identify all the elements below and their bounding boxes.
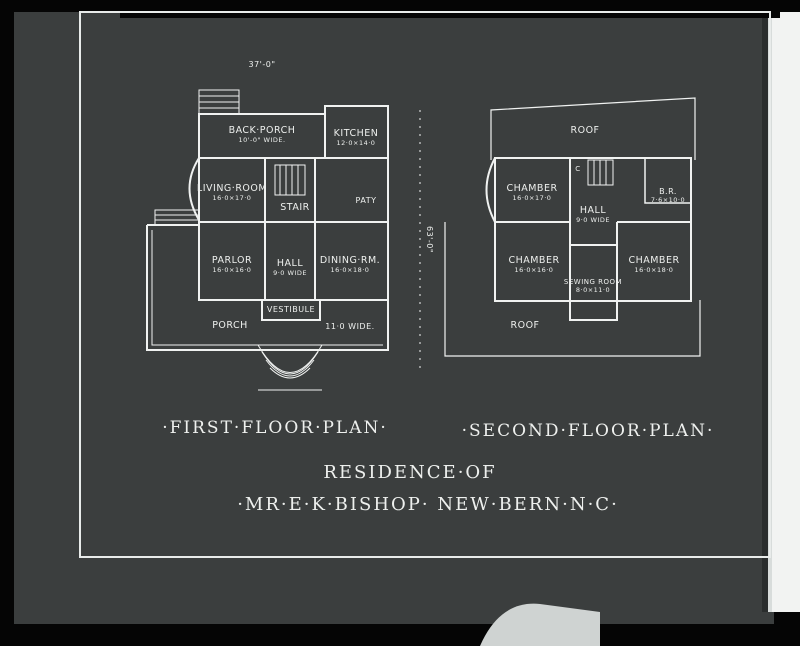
room-parlor: PARLOR 16·0×16·0 (212, 255, 252, 274)
room-porch: PORCH (212, 320, 248, 331)
room-bath: B.R. 7·6×10·0 (651, 187, 685, 204)
room-size: 16·0×18·0 (634, 266, 674, 274)
room-name: BACK·PORCH (228, 125, 296, 136)
room-name: SEWING ROOM (563, 278, 623, 286)
room-name: CHAMBER (508, 255, 560, 266)
room-size: 9·0 WIDE (273, 269, 307, 277)
room-name: CHAMBER (506, 183, 558, 194)
room-size: 16·0×16·0 (212, 266, 252, 274)
room-chamber-sw: CHAMBER 16·0×16·0 (508, 255, 559, 274)
room-back-porch: BACK·PORCH 10'-0" WIDE. (229, 125, 296, 144)
roof-label-top: ROOF (570, 125, 600, 136)
side-steps (154, 209, 200, 226)
room-size: 10'-0" WIDE. (238, 136, 286, 144)
room-dining-room: DINING·RM. 16·0×18·0 (320, 255, 380, 274)
second-floor-plan-label: ·SECOND·FLOOR·PLAN· (461, 421, 715, 441)
room-chamber-nw: CHAMBER 16·0×17·0 (506, 183, 557, 202)
second-floor-plan (444, 97, 701, 357)
room-name: DINING·RM. (319, 255, 381, 266)
room-size: 8·0×11·0 (575, 286, 611, 294)
sheet-border (79, 11, 771, 558)
room-name: HALL (579, 205, 607, 216)
title-owner-location: ·MR·E·K·BISHOP· NEW·BERN·N·C· (237, 494, 619, 515)
title-residence-of: RESIDENCE·OF (323, 462, 497, 483)
room-kitchen: KITCHEN 12·0×14·0 (334, 128, 379, 147)
closet-mark: C (575, 165, 581, 173)
room-name: CHAMBER (628, 255, 680, 266)
room-size: 16·0×16·0 (514, 266, 554, 274)
porch-width: 11·0 WIDE. (325, 322, 375, 331)
room-size: 16·0×17·0 (212, 194, 252, 202)
roof-label-bottom: ROOF (510, 320, 540, 331)
room-size: 16·0×18·0 (330, 266, 370, 274)
room-name: PARLOR (211, 255, 253, 266)
room-size: 7·6×10·0 (650, 196, 686, 204)
room-sewing-room: SEWING ROOM 8·0×11·0 (564, 278, 622, 294)
room-chamber-se: CHAMBER 16·0×18·0 (628, 255, 679, 274)
room-pantry: PATY (355, 196, 377, 205)
room-size: 12·0×14·0 (336, 139, 376, 147)
room-hall-upper: HALL 9·0 WIDE (576, 205, 610, 224)
room-size: 16·0×17·0 (512, 194, 552, 202)
room-name: B.R. (659, 187, 677, 196)
blueprint-sheet (14, 12, 774, 624)
room-vestibule: VESTIBULE (266, 305, 316, 314)
first-floor-width-dimension: 37'-0" (248, 60, 276, 69)
first-floor-plan-label: ·FIRST·FLOOR·PLAN· (162, 418, 388, 438)
room-size: 9·0 WIDE (576, 216, 610, 224)
front-steps (257, 344, 323, 391)
room-living-room: LIVING·ROOM 16·0×17·0 (197, 183, 267, 202)
first-floor-depth-dimension: 63'-0" (425, 225, 435, 254)
room-hall: HALL 9·0 WIDE (273, 258, 307, 277)
room-name: LIVING·ROOM (196, 183, 268, 194)
first-floor-plan (146, 89, 389, 391)
room-name: KITCHEN (333, 128, 379, 139)
room-name: HALL (276, 258, 304, 269)
room-stair: STAIR (280, 202, 310, 213)
